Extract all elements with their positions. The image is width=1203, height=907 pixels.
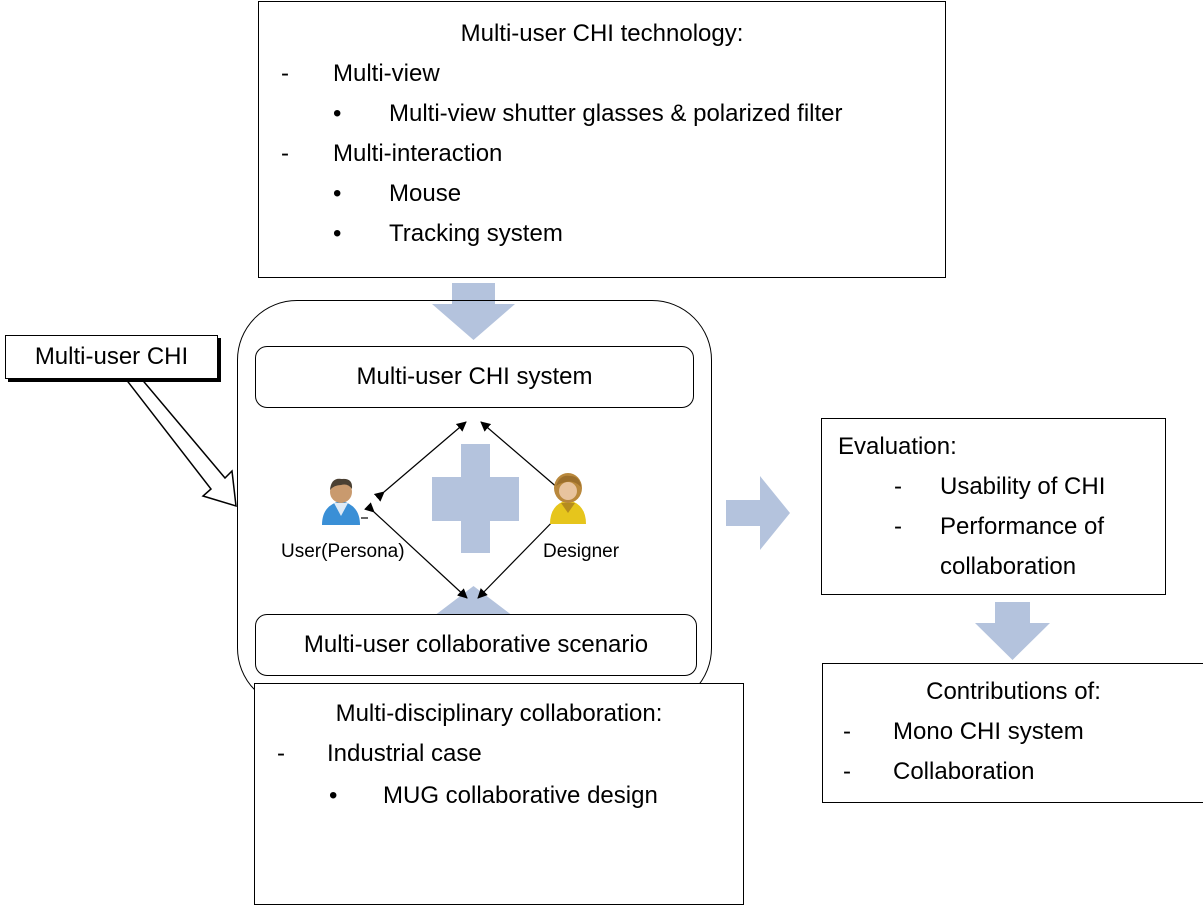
hollow-arrow-chi [123, 368, 237, 508]
user-person-icon [322, 478, 368, 525]
designer-label: Designer [543, 541, 620, 562]
system-box: Multi-user CHI system [255, 346, 694, 408]
right-arrow-evaluation [726, 476, 790, 550]
arrow-designer-system [480, 421, 570, 499]
system-box-label: Multi-user CHI system [356, 363, 593, 390]
list-item: Collaboration [893, 758, 1035, 785]
scenario-box: Multi-user collaborative scenario [255, 614, 697, 676]
list-marker: - [894, 473, 902, 500]
contributions-box: Contributions of: - Mono CHI system - Co… [822, 663, 1203, 803]
down-arrow-contributions [975, 602, 1050, 660]
evaluation-box: Evaluation: - Usability of CHI - Perform… [821, 418, 1166, 595]
list-marker: • [329, 782, 338, 809]
list-item: Mouse [389, 180, 462, 207]
list-item: Mono CHI system [893, 718, 1084, 745]
user-persona-label: User(Persona) [281, 541, 405, 562]
evaluation-title: Evaluation: [838, 433, 957, 460]
list-marker: - [843, 718, 851, 745]
list-item: Tracking system [389, 220, 563, 247]
technology-title: Multi-user CHI technology: [460, 20, 744, 47]
technology-box: Multi-user CHI technology: - Multi-view … [258, 1, 946, 278]
down-arrow-tech [432, 283, 515, 340]
list-marker: - [894, 513, 902, 540]
list-item: MUG collaborative design [383, 782, 658, 809]
arrow-user-scenario [363, 502, 468, 599]
list-item: collaboration [940, 553, 1077, 580]
list-marker: - [281, 140, 289, 167]
list-item: Usability of CHI [940, 473, 1106, 500]
list-item: Performance of [940, 513, 1105, 540]
multi-user-chi-label-box: Multi-user CHI [5, 335, 218, 379]
list-marker: - [843, 758, 851, 785]
diamond-arrows [363, 421, 571, 599]
arrow-designer-scenario [477, 503, 571, 599]
list-marker: • [333, 180, 342, 207]
multi-user-chi-label: Multi-user CHI [34, 343, 189, 370]
list-marker: • [333, 100, 342, 127]
arrow-user-system [373, 421, 467, 502]
contributions-title: Contributions of: [926, 678, 1101, 705]
list-marker: - [277, 740, 285, 767]
list-marker: • [333, 220, 342, 247]
list-item: Industrial case [327, 740, 482, 767]
list-item: Multi-view shutter glasses & polarized f… [389, 100, 843, 127]
list-item: Multi-view [333, 60, 440, 87]
designer-person-icon [550, 473, 586, 524]
collaboration-title: Multi-disciplinary collaboration: [335, 700, 663, 727]
collaboration-box: Multi-disciplinary collaboration: - Indu… [254, 683, 744, 905]
list-item: Multi-interaction [333, 140, 503, 167]
scenario-box-label: Multi-user collaborative scenario [303, 631, 649, 658]
list-marker: - [281, 60, 289, 87]
